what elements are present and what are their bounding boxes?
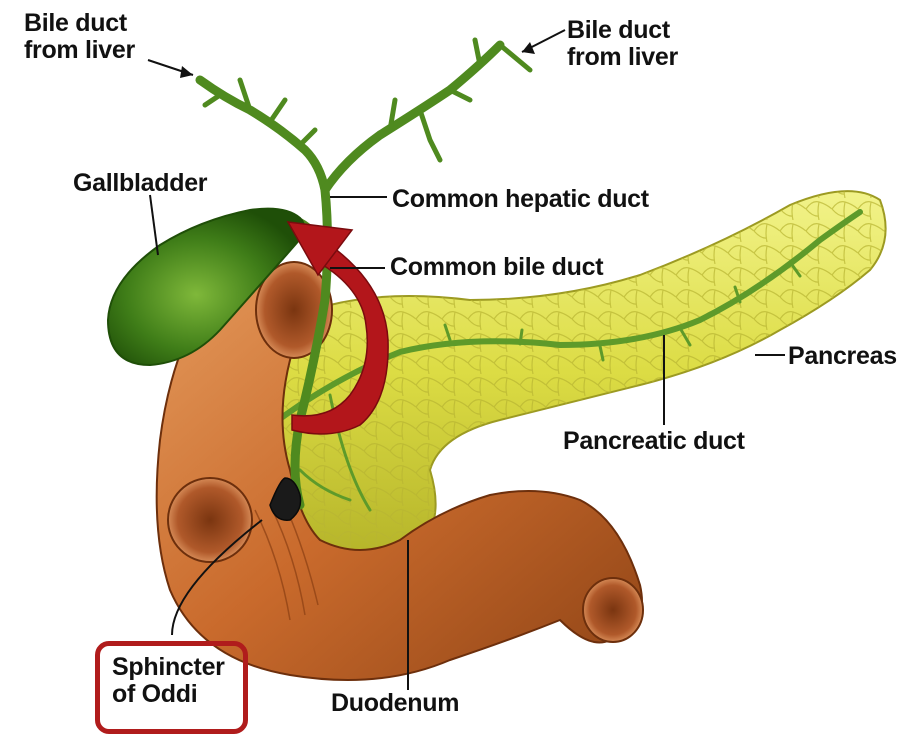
arrowhead-left xyxy=(180,66,193,78)
label-common-hepatic-duct: Common hepatic duct xyxy=(392,186,649,213)
label-bile-duct-right: Bile duct from liver xyxy=(567,17,678,71)
label-bile-duct-right-line2: from liver xyxy=(567,44,678,71)
label-duodenum: Duodenum xyxy=(331,690,459,717)
label-bile-duct-left-line1: Bile duct xyxy=(24,10,135,37)
sphincter-highlight-box xyxy=(95,641,248,734)
label-pancreas: Pancreas xyxy=(788,343,897,370)
label-bile-duct-left: Bile duct from liver xyxy=(24,10,135,64)
arrowhead-right xyxy=(522,42,535,54)
label-bile-duct-right-line1: Bile duct xyxy=(567,17,678,44)
label-gallbladder: Gallbladder xyxy=(73,170,207,197)
label-common-bile-duct: Common bile duct xyxy=(390,254,603,281)
duodenum-lumen-end xyxy=(583,578,643,642)
label-pancreatic-duct: Pancreatic duct xyxy=(563,428,745,455)
label-bile-duct-left-line2: from liver xyxy=(24,37,135,64)
duodenum-lumen-middle xyxy=(168,478,252,562)
